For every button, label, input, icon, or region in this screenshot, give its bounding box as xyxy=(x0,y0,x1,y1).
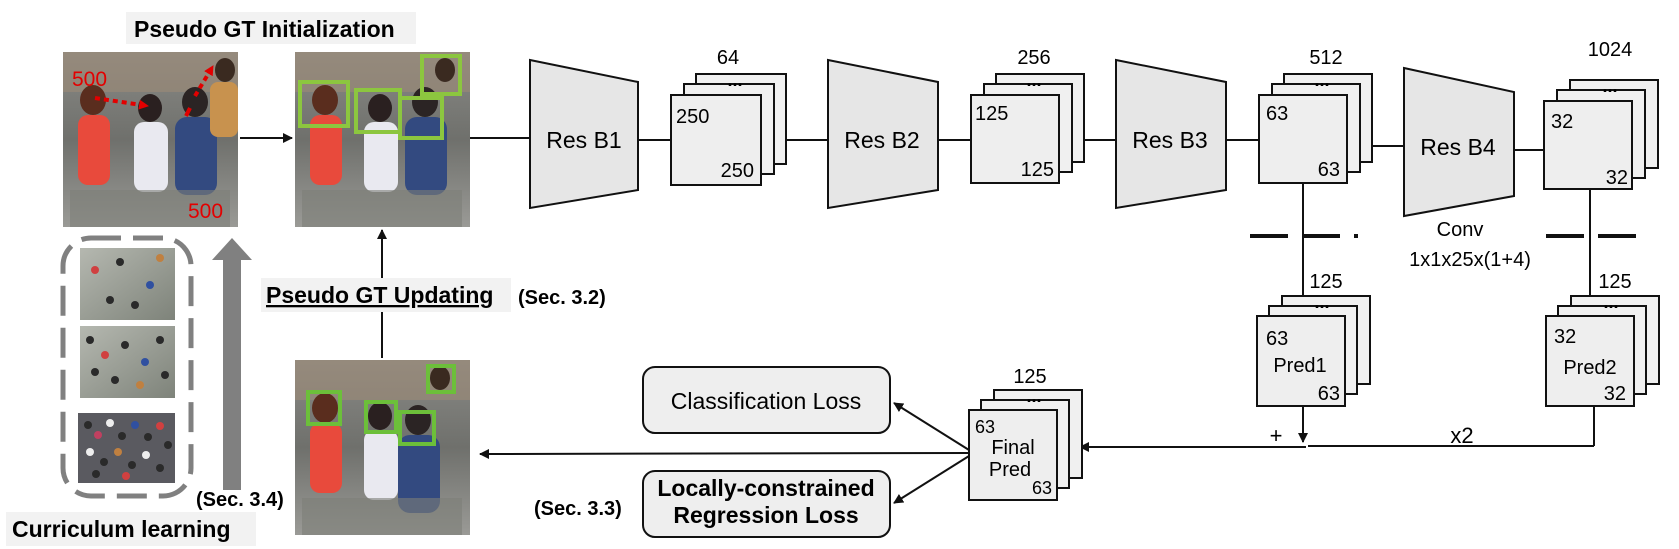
curriculum-title-bg xyxy=(6,512,256,546)
connector-final-cls xyxy=(893,402,970,451)
pred1-channels: 125 xyxy=(1309,271,1342,293)
fm4-width: 32 xyxy=(1606,167,1628,189)
fm2-dots: ... xyxy=(1026,70,1041,90)
merge-plus: + xyxy=(1270,423,1283,448)
distance-label-top: 500 xyxy=(72,68,107,91)
fm2-channels: 256 xyxy=(1017,47,1050,69)
curriculum-sample-hard xyxy=(78,413,175,483)
upsample-label: x2 xyxy=(1450,423,1473,448)
res-b1-label: Res B1 xyxy=(546,127,621,153)
conv-label: Conv xyxy=(1437,219,1484,241)
curriculum-arrow-shaft xyxy=(223,258,241,490)
fm2-width: 125 xyxy=(1021,159,1054,181)
detection-box-2 xyxy=(364,400,398,434)
res-b4-label: Res B4 xyxy=(1420,134,1496,160)
pred1-width: 63 xyxy=(1318,383,1340,405)
pred2-height: 32 xyxy=(1554,326,1576,348)
pseudo-box-3 xyxy=(398,96,444,140)
fm1-channels: 64 xyxy=(717,47,739,69)
regression-section-ref: (Sec. 3.3) xyxy=(534,498,622,520)
connector-final-output xyxy=(479,448,970,459)
distance-label-bottom: 500 xyxy=(188,200,223,223)
final-label-line2: Pred xyxy=(989,459,1031,481)
fm1-dots: ... xyxy=(727,70,742,90)
pred2-width: 32 xyxy=(1604,383,1626,405)
feature-map-1: 64 ... 250 250 xyxy=(670,47,787,186)
connector-final-reg xyxy=(893,455,970,504)
fm2-height: 125 xyxy=(975,103,1008,125)
res-b3-label: Res B3 xyxy=(1132,127,1207,153)
classification-loss-label: Classification Loss xyxy=(671,388,861,414)
fm3-channels: 512 xyxy=(1309,47,1342,69)
res-b4-block: Res B4 xyxy=(1403,66,1515,218)
pred2-label: Pred2 xyxy=(1563,357,1616,379)
conv-kernel-label: 1x1x25x(1+4) xyxy=(1409,249,1531,271)
fm1-width: 250 xyxy=(721,160,754,182)
init-source-photo: 500 500 xyxy=(63,52,238,227)
pred2-channels: 125 xyxy=(1598,271,1631,293)
res-b2-label: Res B2 xyxy=(844,127,919,153)
pred2-dots: ... xyxy=(1603,292,1618,312)
final-dots: ... xyxy=(1026,386,1041,406)
final-label-line1: Final xyxy=(991,437,1034,459)
feature-map-3: 512 ... 63 63 xyxy=(1258,47,1373,184)
init-title-bg xyxy=(126,12,416,44)
updating-title-bg xyxy=(261,278,511,312)
regression-loss-label-line1: Locally-constrained xyxy=(657,475,874,501)
regression-loss-box: Locally-constrained Regression Loss xyxy=(642,470,891,538)
fm4-dots: ... xyxy=(1602,76,1617,96)
pseudo-box-1 xyxy=(298,80,350,128)
fm4-channels: 1024 xyxy=(1588,39,1633,61)
curriculum-group xyxy=(60,235,194,499)
pred1-label: Pred1 xyxy=(1273,355,1326,377)
curriculum-sample-easy xyxy=(80,248,175,320)
res-b1-block: Res B1 xyxy=(529,58,639,210)
feature-map-2: 256 ... 125 125 xyxy=(970,47,1085,184)
pseudo-box-4 xyxy=(420,54,462,96)
pred2-map: 125 ... 32 Pred2 32 xyxy=(1545,271,1660,407)
pred1-dots: ... xyxy=(1314,292,1329,312)
detection-box-3 xyxy=(398,410,436,446)
final-width: 63 xyxy=(1032,478,1052,498)
classification-loss-box: Classification Loss xyxy=(642,366,891,434)
pred1-map: 125 ... 63 Pred1 63 xyxy=(1256,271,1371,407)
pseudo-gt-photo xyxy=(295,52,470,227)
curriculum-sample-medium xyxy=(80,326,175,398)
curriculum-learning-title: Curriculum learning xyxy=(12,516,231,542)
curriculum-section-ref: (Sec. 3.4) xyxy=(196,489,284,511)
updated-detections-photo xyxy=(295,360,470,535)
pseudo-gt-init-title: Pseudo GT Initialization xyxy=(134,16,395,42)
res-b2-block: Res B2 xyxy=(827,58,939,210)
final-height: 63 xyxy=(975,417,995,437)
feature-map-4: 1024 ... 32 32 xyxy=(1543,39,1659,190)
fm1-height: 250 xyxy=(676,106,709,128)
detection-box-1 xyxy=(306,390,342,426)
pred1-height: 63 xyxy=(1266,328,1288,350)
updating-section-ref: (Sec. 3.2) xyxy=(518,287,606,309)
regression-loss-label-line2: Regression Loss xyxy=(673,502,858,528)
fm3-height: 63 xyxy=(1266,103,1288,125)
final-pred-map: 125 ... 63 Final Pred 63 xyxy=(968,366,1083,501)
fm3-dots: ... xyxy=(1314,70,1329,90)
curriculum-arrow-head xyxy=(212,238,252,260)
detection-box-4 xyxy=(426,364,456,394)
fm3-width: 63 xyxy=(1318,159,1340,181)
final-channels: 125 xyxy=(1013,366,1046,388)
res-b3-block: Res B3 xyxy=(1115,58,1227,210)
pseudo-gt-updating-title: Pseudo GT Updating xyxy=(266,282,493,308)
fm4-height: 32 xyxy=(1551,111,1573,133)
